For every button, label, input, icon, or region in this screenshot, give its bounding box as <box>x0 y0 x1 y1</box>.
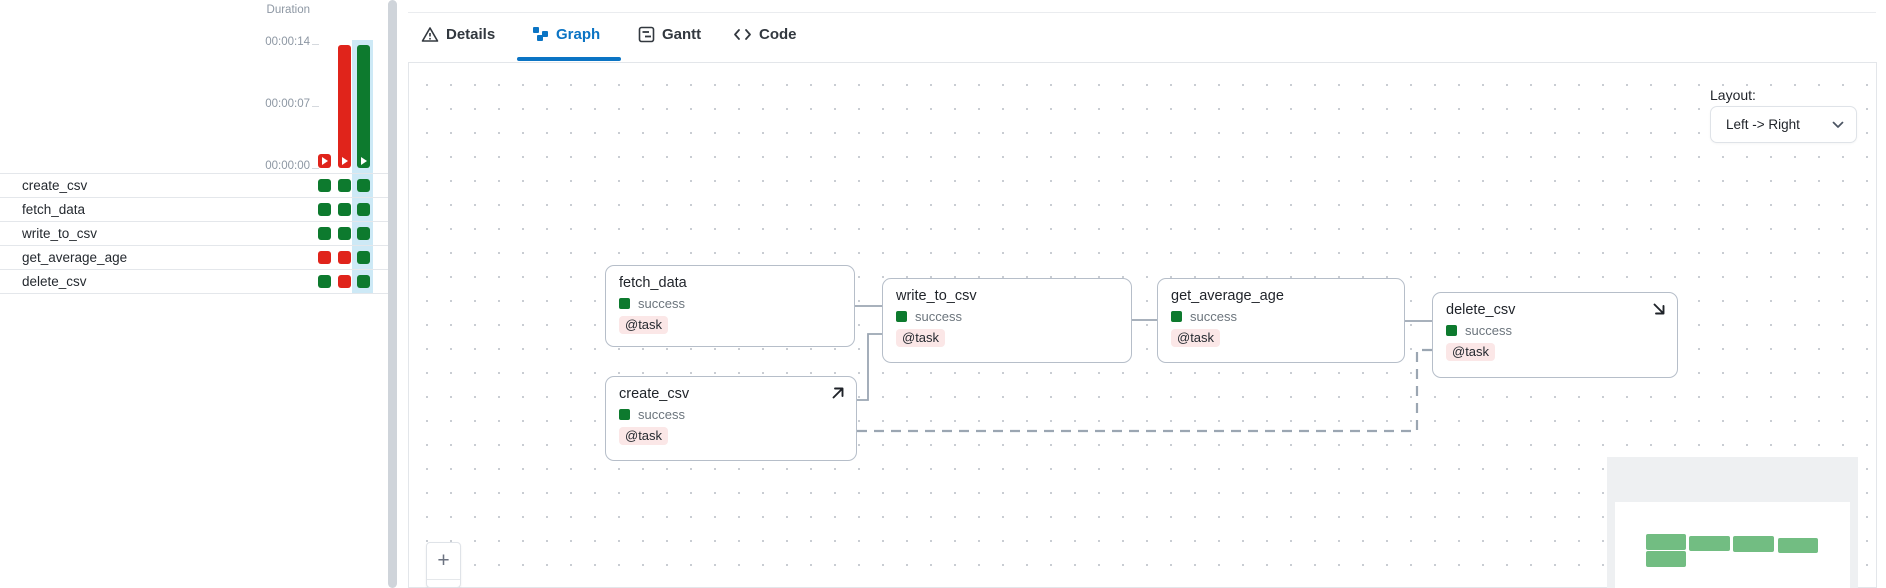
task-decorator-badge: @task <box>1171 329 1221 347</box>
node-status: success <box>896 309 1119 324</box>
task-row-delete_csv[interactable]: delete_csv <box>0 269 388 293</box>
arrow-down-right-icon <box>1651 301 1667 322</box>
task-decorator-badge: @task <box>896 329 946 347</box>
node-title: fetch_data <box>619 275 687 291</box>
task-instance-delete_csv-run2-failed[interactable] <box>338 275 351 288</box>
node-status-text: success <box>638 296 685 311</box>
task-instance-get_average_age-run1-failed[interactable] <box>318 251 331 264</box>
node-status-text: success <box>1465 323 1512 338</box>
tab-graph[interactable]: Graph <box>532 21 600 47</box>
active-tab-underline <box>517 57 621 61</box>
node-status: success <box>619 407 844 422</box>
grid-panel: Duration 00:00:14 00:00:07 00:00:00 crea… <box>0 0 388 588</box>
status-square-icon <box>619 409 630 420</box>
play-icon <box>342 157 348 165</box>
task-instance-fetch_data-run2-success[interactable] <box>338 203 351 216</box>
node-title: delete_csv <box>1446 302 1516 318</box>
tab-gantt-label: Gantt <box>662 25 702 43</box>
axis-tick <box>312 106 319 107</box>
node-title: create_csv <box>619 386 690 402</box>
status-square-icon <box>1171 311 1182 322</box>
tab-details[interactable]: Details <box>421 21 495 47</box>
task-instance-get_average_age-run2-failed[interactable] <box>338 251 351 264</box>
layout-select-value: Left -> Right <box>1726 117 1800 132</box>
dag-run-bar-1-failed[interactable] <box>318 154 331 168</box>
task-instance-create_csv-run3-success[interactable] <box>357 179 370 192</box>
tab-code[interactable]: Code <box>733 21 797 47</box>
task-instance-delete_csv-run3-success[interactable] <box>357 275 370 288</box>
tab-graph-label: Graph <box>556 25 601 43</box>
status-square-icon <box>896 311 907 322</box>
task-instance-fetch_data-run3-success[interactable] <box>357 203 370 216</box>
axis-label-0s: 00:00:00 <box>265 160 310 172</box>
panel-divider-scrollbar[interactable] <box>388 0 397 588</box>
node-status-text: success <box>638 407 685 422</box>
minimap-node-2 <box>1689 536 1730 551</box>
layout-label: Layout: <box>1710 87 1756 103</box>
zoom-controls: + <box>426 542 461 588</box>
status-square-icon <box>1446 325 1457 336</box>
duration-axis-title: Duration <box>266 4 310 16</box>
task-label: create_csv <box>22 178 88 193</box>
task-instance-write_to_csv-run2-success[interactable] <box>338 227 351 240</box>
task-decorator-badge: @task <box>619 316 669 334</box>
axis-tick <box>312 44 319 45</box>
node-status-text: success <box>1190 309 1237 324</box>
task-label: write_to_csv <box>22 226 98 241</box>
tab-gantt[interactable]: Gantt <box>638 21 701 47</box>
task-instance-create_csv-run1-success[interactable] <box>318 179 331 192</box>
node-status-text: success <box>915 309 962 324</box>
node-title: get_average_age <box>1171 288 1284 304</box>
node-status: success <box>1171 309 1392 324</box>
warning-triangle-icon <box>421 26 439 43</box>
minimap-node-3 <box>1733 536 1774 552</box>
task-decorator-badge: @task <box>619 427 669 445</box>
node-title: write_to_csv <box>896 288 977 304</box>
play-icon <box>322 157 328 165</box>
dag-run-bar-3-success[interactable] <box>357 45 370 168</box>
zoom-in-button[interactable]: + <box>427 543 460 580</box>
task-label: get_average_age <box>22 250 128 265</box>
node-status: success <box>619 296 842 311</box>
axis-label-14s: 00:00:14 <box>265 36 310 48</box>
task-instance-delete_csv-run1-success[interactable] <box>318 275 331 288</box>
axis-label-7s: 00:00:07 <box>265 98 310 110</box>
arrow-up-right-icon <box>830 385 846 406</box>
task-row-write_to_csv[interactable]: write_to_csv <box>0 221 388 245</box>
tab-code-label: Code <box>759 25 797 43</box>
task-list: create_csv fetch_data write_to_csv get_aver… <box>0 173 388 294</box>
minimap[interactable] <box>1607 457 1858 588</box>
task-row-create_csv[interactable]: create_csv <box>0 173 388 197</box>
task-label: fetch_data <box>22 202 86 217</box>
axis-tick <box>312 168 319 169</box>
gantt-icon <box>638 26 655 43</box>
minimap-node-1 <box>1646 534 1686 550</box>
code-icon <box>733 27 752 42</box>
task-label: delete_csv <box>22 274 87 289</box>
task-instance-write_to_csv-run1-success[interactable] <box>318 227 331 240</box>
node-status: success <box>1446 323 1665 338</box>
task-instance-create_csv-run2-success[interactable] <box>338 179 351 192</box>
chevron-down-icon <box>1832 116 1844 134</box>
task-instance-get_average_age-run3-success[interactable] <box>357 251 370 264</box>
task-decorator-badge: @task <box>1446 343 1496 361</box>
task-instance-fetch_data-run1-success[interactable] <box>318 203 331 216</box>
graph-icon <box>532 26 549 42</box>
dag-run-bar-2-failed[interactable] <box>338 45 351 168</box>
task-row-get_average_age[interactable]: get_average_age <box>0 245 388 269</box>
status-square-icon <box>619 298 630 309</box>
minimap-node-5 <box>1646 551 1686 567</box>
task-row-fetch_data[interactable]: fetch_data <box>0 197 388 221</box>
main-panel-top-border <box>408 12 1876 13</box>
minimap-node-4 <box>1778 538 1818 553</box>
layout-select[interactable]: Left -> Right <box>1710 106 1857 143</box>
play-icon <box>361 157 367 165</box>
task-instance-write_to_csv-run3-success[interactable] <box>357 227 370 240</box>
tab-details-label: Details <box>446 25 496 43</box>
